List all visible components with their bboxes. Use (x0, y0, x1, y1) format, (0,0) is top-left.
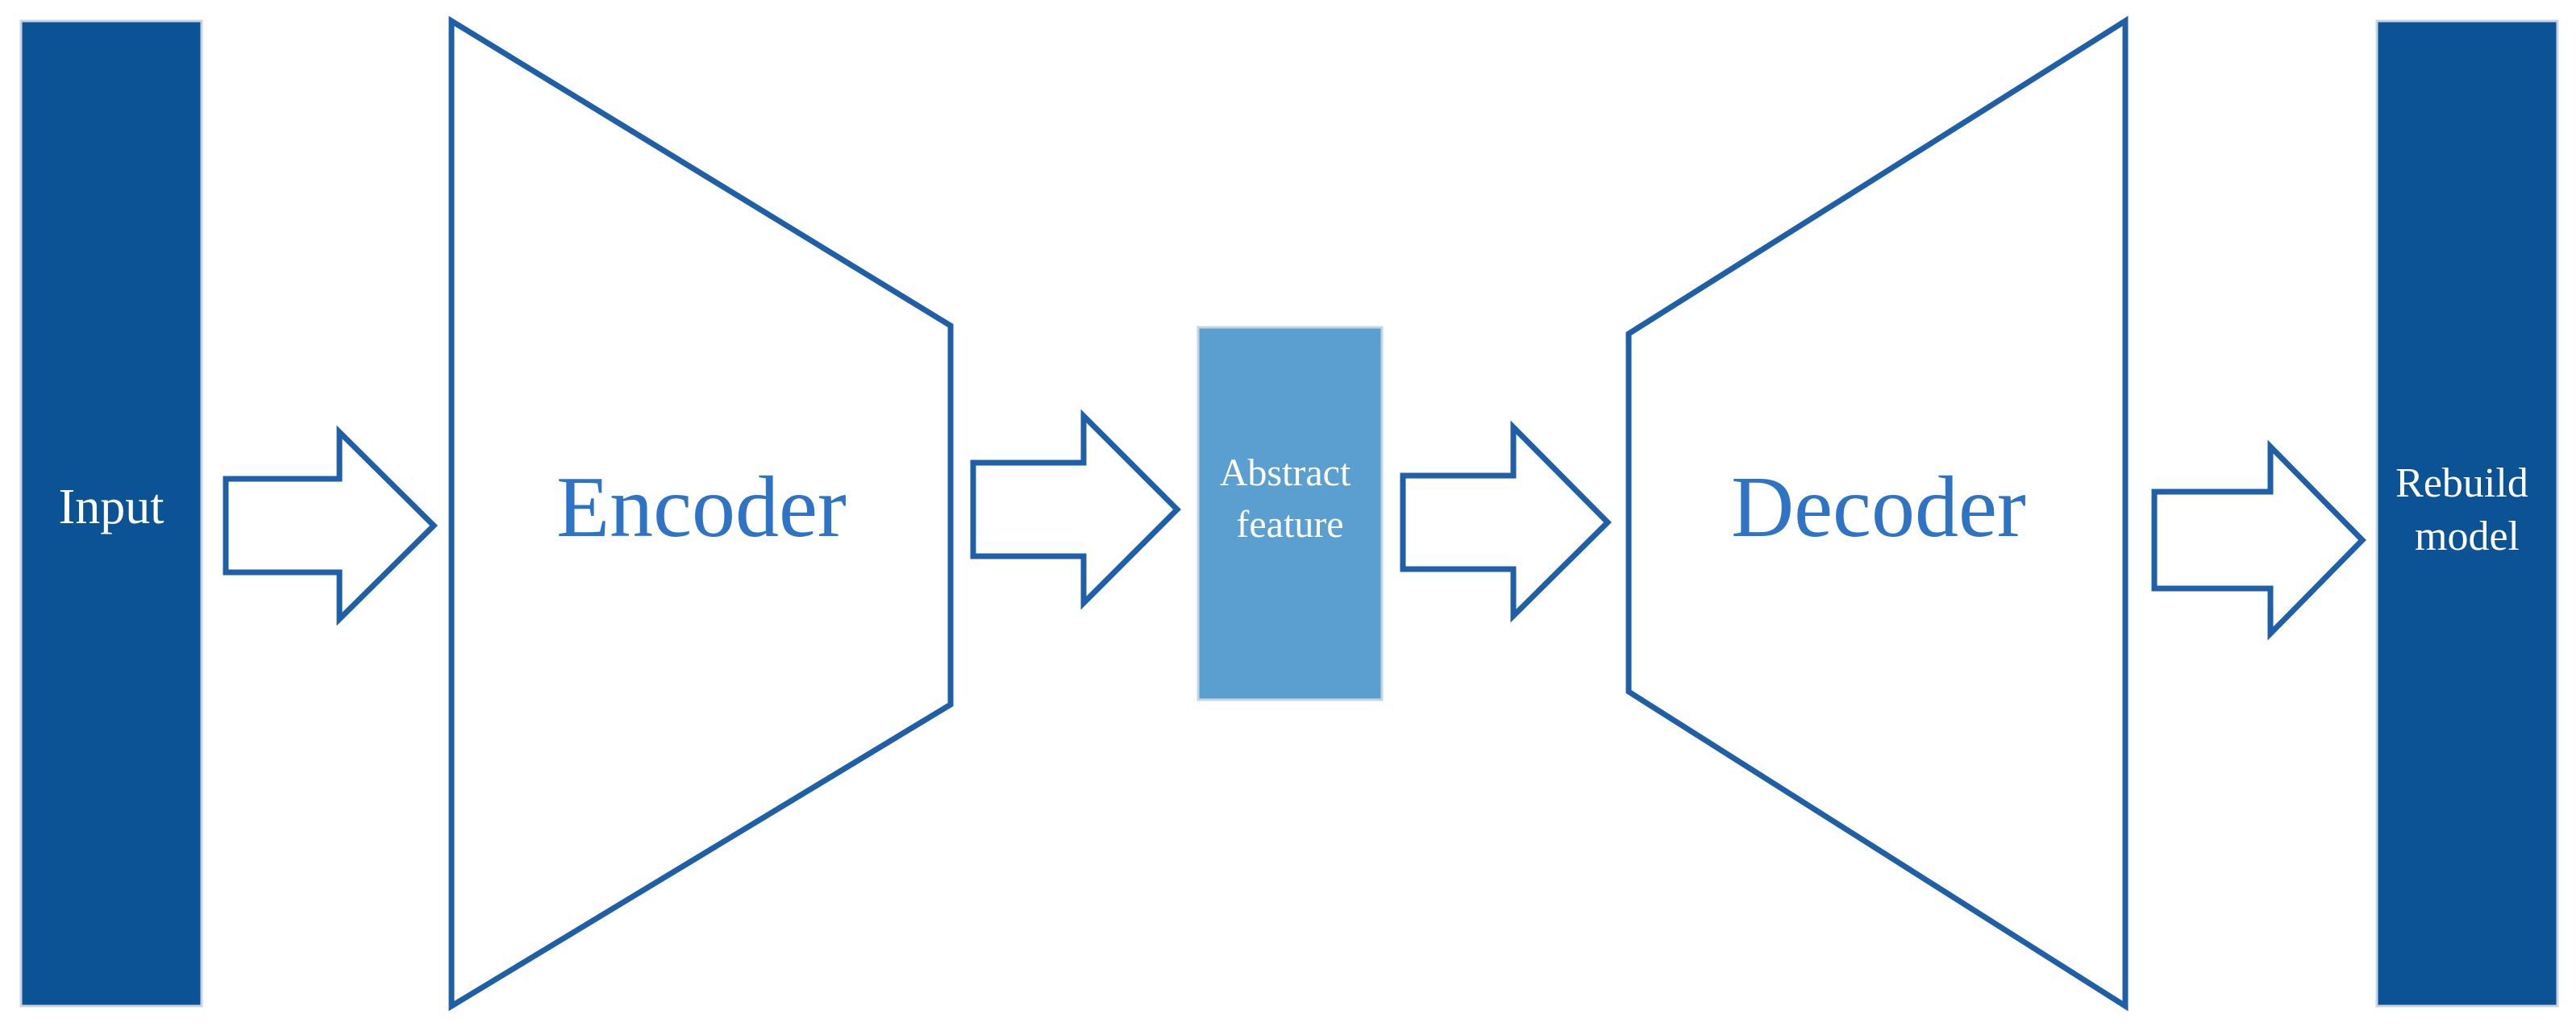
decoder-label: Decoder (1731, 459, 2026, 555)
input-label: Input (59, 480, 164, 534)
arrow-encoder-to-feature (970, 409, 1181, 610)
input-block: Input (19, 19, 203, 1008)
arrow-decoder-to-output (2151, 439, 2366, 641)
encoder-block: Encoder (448, 15, 954, 1012)
decoder-block: Decoder (1625, 15, 2129, 1012)
abstract-feature-block: Abstract feature (1196, 326, 1384, 701)
rebuild-model-line-1: Rebuild (2395, 460, 2528, 506)
rebuild-model-label: Rebuild model (2395, 460, 2539, 559)
abstract-feature-label: Abstract feature (1220, 451, 1361, 546)
rebuild-model-line-2: model (2415, 514, 2520, 559)
arrow-feature-to-decoder (1400, 420, 1612, 623)
rebuild-model-block: Rebuild model (2375, 19, 2559, 1008)
encoder-label: Encoder (556, 459, 847, 555)
arrow-input-to-encoder (223, 425, 438, 626)
abstract-feature-line-2: feature (1236, 503, 1343, 546)
abstract-feature-line-1: Abstract (1220, 451, 1351, 494)
